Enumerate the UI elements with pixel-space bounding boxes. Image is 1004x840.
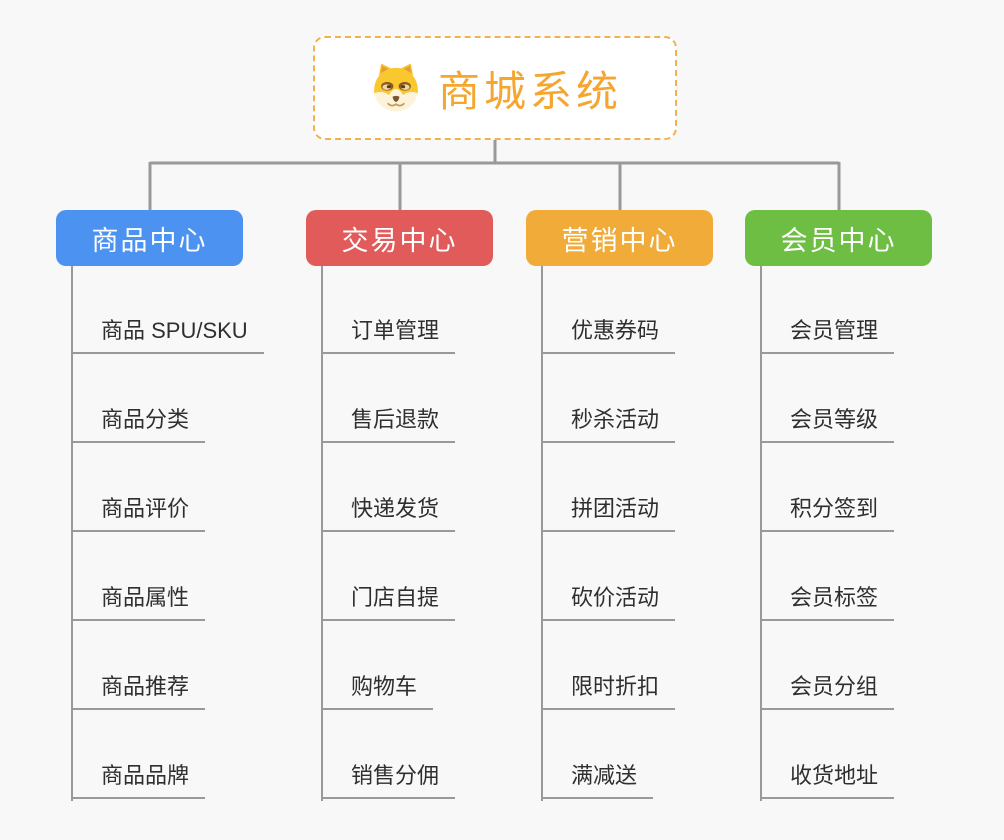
subtopic-node[interactable]: 会员等级 [760, 405, 895, 443]
branch-node-product-center[interactable]: 商品中心 [56, 210, 243, 266]
subtopic-node[interactable]: 销售分佣 [321, 761, 456, 799]
branch-column-trade-center: 交易中心 订单管理 售后退款 快递发货 门店自提 购物车 销售分佣 [306, 210, 556, 830]
subtopic-node[interactable]: 会员标签 [760, 583, 895, 621]
subtopic-node[interactable]: 快递发货 [321, 494, 456, 532]
subtopic-node[interactable]: 售后退款 [321, 405, 456, 443]
subtopic-node[interactable]: 订单管理 [321, 316, 456, 354]
branch-trunk-line [760, 266, 762, 801]
subtopic-node[interactable]: 购物车 [321, 672, 434, 710]
subtopic-node[interactable]: 优惠券码 [541, 316, 676, 354]
branch-trunk-line [71, 266, 73, 801]
subtopic-node[interactable]: 商品品牌 [71, 761, 206, 799]
branch-trunk-line [321, 266, 323, 801]
subtopic-node[interactable]: 门店自提 [321, 583, 456, 621]
subtopic-node[interactable]: 商品推荐 [71, 672, 206, 710]
subtopic-node[interactable]: 商品属性 [71, 583, 206, 621]
subtopic-node[interactable]: 砍价活动 [541, 583, 676, 621]
branch-trunk-line [541, 266, 543, 801]
subtopic-node[interactable]: 商品分类 [71, 405, 206, 443]
root-topic-node[interactable]: 商城系统 [313, 36, 677, 140]
dog-face-icon [374, 63, 418, 112]
subtopic-node[interactable]: 商品 SPU/SKU [71, 316, 264, 354]
subtopic-node[interactable]: 积分签到 [760, 494, 895, 532]
branch-column-member-center: 会员中心 会员管理 会员等级 积分签到 会员标签 会员分组 收货地址 [745, 210, 995, 830]
branch-node-member-center[interactable]: 会员中心 [745, 210, 932, 266]
subtopic-node[interactable]: 商品评价 [71, 494, 206, 532]
branch-column-marketing-center: 营销中心 优惠券码 秒杀活动 拼团活动 砍价活动 限时折扣 满减送 [526, 210, 776, 830]
subtopic-node[interactable]: 会员管理 [760, 316, 895, 354]
subtopic-node[interactable]: 限时折扣 [541, 672, 676, 710]
subtopic-node[interactable]: 拼团活动 [541, 494, 676, 532]
root-topic-title: 商城系统 [437, 67, 622, 115]
branch-node-marketing-center[interactable]: 营销中心 [526, 210, 713, 266]
subtopic-node[interactable]: 收货地址 [760, 761, 895, 799]
branch-node-trade-center[interactable]: 交易中心 [306, 210, 493, 266]
branch-column-product-center: 商品中心 商品 SPU/SKU 商品分类 商品评价 商品属性 商品推荐 商品品牌 [56, 210, 306, 830]
subtopic-node[interactable]: 秒杀活动 [541, 405, 676, 443]
subtopic-node[interactable]: 满减送 [541, 761, 654, 799]
subtopic-node[interactable]: 会员分组 [760, 672, 895, 710]
